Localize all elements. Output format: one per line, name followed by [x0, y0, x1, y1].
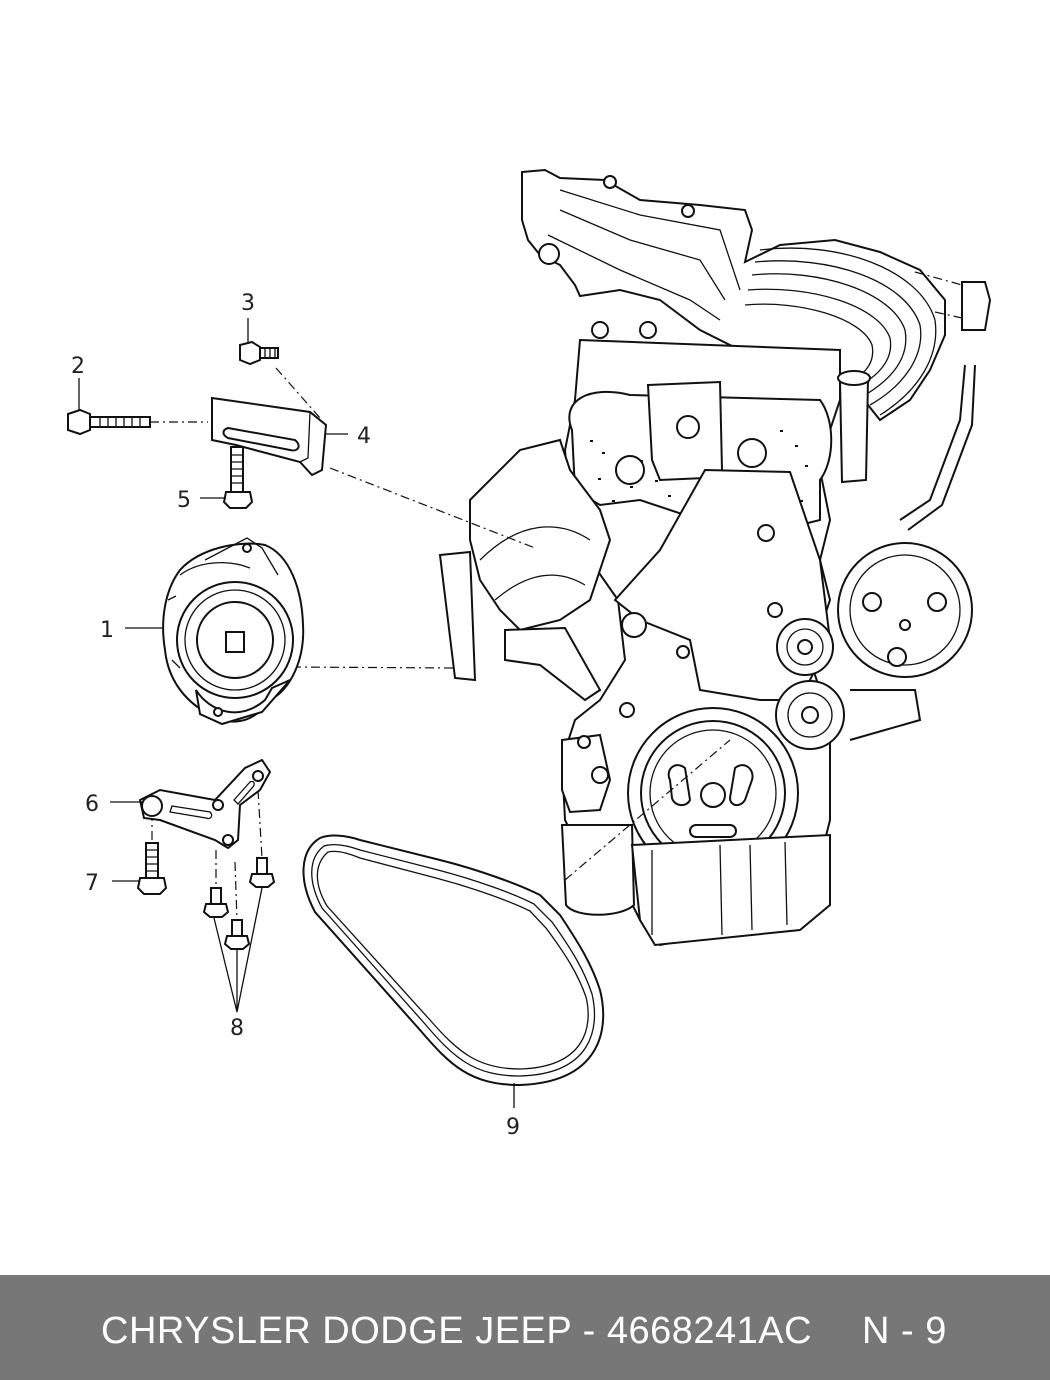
part-3-bolt [239, 340, 279, 366]
callout-1: 1 [100, 618, 114, 643]
callout-9: 9 [506, 1115, 520, 1140]
part-6-bracket [138, 758, 272, 850]
part-1-generator [162, 537, 305, 726]
part-2-bolt [67, 408, 151, 436]
callout-6: 6 [85, 792, 99, 817]
part-5-bolt [222, 446, 254, 509]
callout-numbers: 1 2 3 4 5 6 7 8 9 [71, 291, 520, 1140]
callout-leaders [78, 318, 515, 1108]
callout-3: 3 [241, 291, 255, 316]
engine-assembly [438, 168, 992, 947]
callout-2: 2 [71, 354, 85, 379]
callout-7: 7 [85, 871, 99, 896]
footer-bar [0, 1275, 1050, 1380]
footer-page-number: N - 9 [862, 1310, 947, 1352]
part-9-drive-belt [302, 834, 605, 1087]
parts-diagram: 1 2 3 4 5 6 7 8 9 [67, 168, 992, 1140]
part-8-bolts [202, 857, 276, 950]
footer-title: CHRYSLER DODGE JEEP - 4668241AC [101, 1310, 813, 1352]
part-4-bracket [211, 396, 328, 477]
callout-4: 4 [357, 424, 371, 449]
part-7-bolt [136, 842, 168, 895]
callout-5: 5 [177, 488, 191, 513]
callout-8: 8 [230, 1016, 244, 1041]
